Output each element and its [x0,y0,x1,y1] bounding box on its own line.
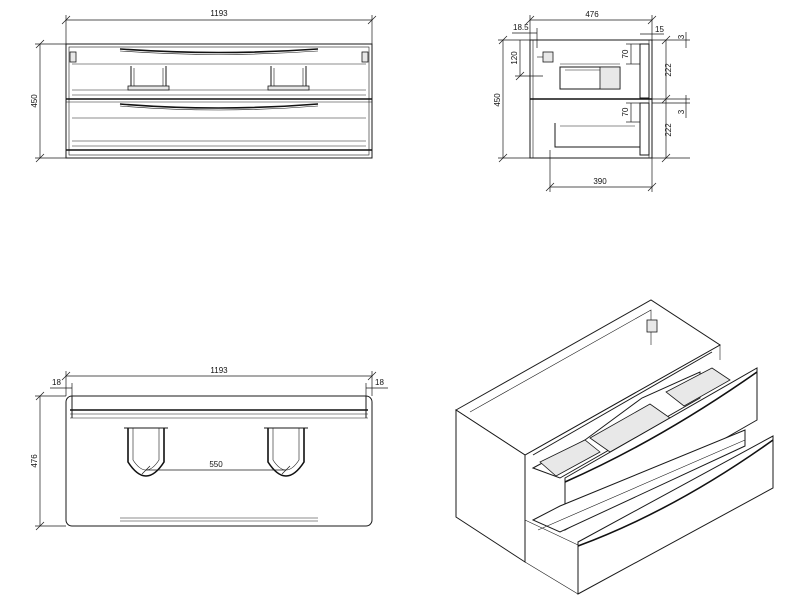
side-slot-top-label: 15 [655,25,664,34]
lower-front-panel [639,102,650,156]
side-depth-label: 476 [585,10,599,19]
front-cabinet-outline [65,43,373,159]
top-view: 550 1193 18 18 476 [30,366,388,531]
top-width-label: 1193 [210,366,228,375]
side-lower-height-label: 222 [664,123,673,137]
side-recess-label: 120 [510,51,519,65]
side-upper-height-label: 222 [664,63,673,77]
siphon-cutout-left [124,427,168,477]
side-top-offset-label: 18.5 [513,23,529,32]
top-depth-label: 476 [30,454,39,468]
side-height-label: 450 [493,93,502,107]
side-bottom-depth-label: 390 [593,177,607,186]
siphon-cutout-right [264,427,308,477]
bracket-icon [69,51,77,63]
upper-front-panel [639,43,650,99]
upper-handle-curve [119,48,319,54]
lower-handle-curve [119,103,319,109]
top-panel-right-label: 18 [375,378,384,387]
side-lower-slot-label: 70 [621,107,630,116]
iso-lower-drawer-box [531,429,746,533]
side-gap-top-label: 3 [677,34,686,39]
front-view: 1193 450 [30,9,377,163]
side-upper-slot-label: 70 [621,49,630,58]
iso-lower-drawer-front [577,435,774,595]
isometric-view [455,299,774,595]
front-siphon-left [127,66,170,91]
top-panel-left-label: 18 [52,378,61,387]
front-siphon-right [267,66,310,91]
bracket-icon [361,51,369,63]
cutout-spacing-label: 550 [209,460,223,469]
side-gap-mid-label: 3 [677,109,686,114]
front-width-label: 1193 [210,9,228,18]
side-view: 476 18.5 15 3 222 3 222 70 70 [493,10,690,192]
iso-bracket-icon [646,319,658,333]
front-height-label: 450 [30,94,39,108]
hanging-bracket-icon [542,51,554,63]
top-cabinet-outline [65,395,373,527]
